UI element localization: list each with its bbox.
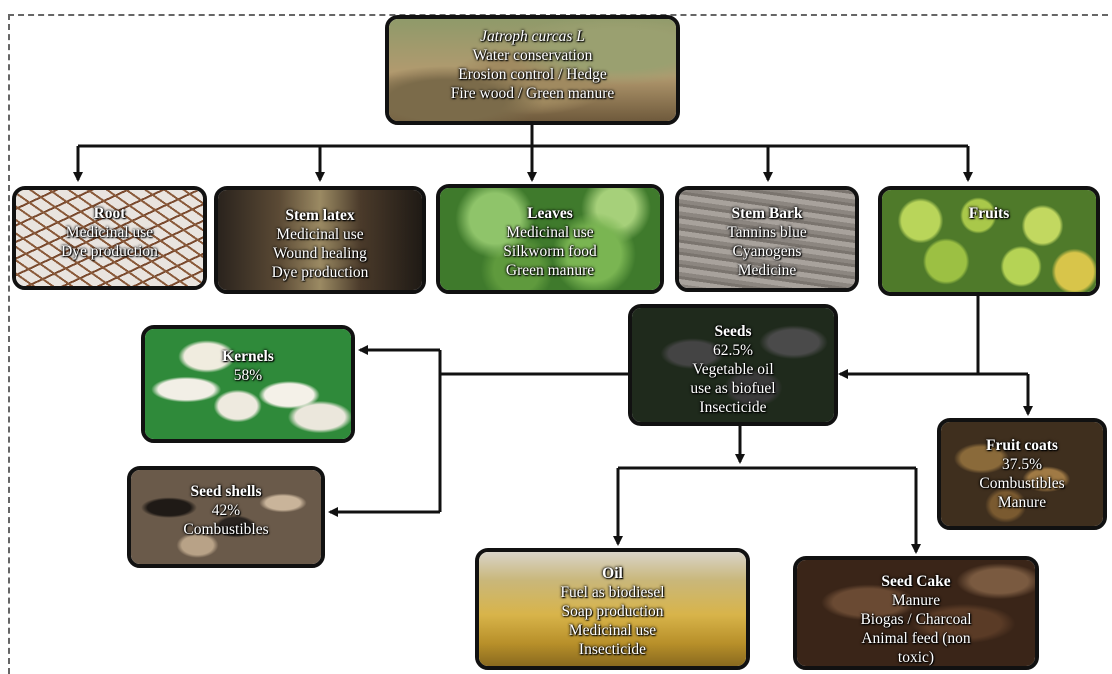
stem-latex-photo — [218, 190, 422, 290]
node-line: Medicinal use — [65, 224, 154, 241]
node-line: Biogas / Charcoal — [860, 611, 972, 628]
node-line: Medicinal use — [506, 224, 594, 241]
node-fruit-coats: Fruit coats 37.5% Combustibles Manure — [937, 418, 1107, 530]
node-title: Oil — [602, 565, 623, 582]
seed-cake-photo — [797, 560, 1035, 666]
node-line: toxic) — [897, 649, 935, 666]
node-line: Manure — [891, 592, 941, 609]
node-line: Animal feed (non — [861, 630, 971, 647]
node-line: Tannins blue — [727, 224, 807, 241]
node-title: Seeds — [714, 323, 752, 340]
fruit-coats-photo — [941, 422, 1103, 526]
node-root: Root Medicinal use Dye production — [12, 186, 207, 290]
node-line: Green manure — [505, 262, 595, 279]
node-title: Root — [93, 205, 126, 222]
seeds-photo — [632, 308, 834, 422]
node-line: Soap production — [561, 603, 664, 620]
dashed-frame-left — [8, 14, 10, 674]
node-line: Water conservation — [472, 47, 593, 64]
node-title: Jatroph curcas L — [480, 28, 585, 45]
stem-bark-photo — [679, 190, 855, 288]
oil-photo — [479, 552, 746, 666]
node-line: Insecticide — [578, 641, 647, 658]
node-line: Fire wood / Green manure — [450, 85, 615, 102]
node-line: Vegetable oil — [692, 361, 774, 378]
node-fruits: Fruits — [878, 186, 1100, 296]
node-line: Medicine — [737, 262, 797, 279]
node-seed-shells: Seed shells 42% Combustibles — [127, 466, 325, 568]
node-title: Stem Bark — [731, 205, 803, 222]
node-line: Medicinal use — [276, 226, 364, 243]
node-line: Erosion control / Hedge — [458, 66, 607, 83]
kernels-photo — [145, 329, 351, 439]
node-stem-bark: Stem Bark Tannins blue Cyanogens Medicin… — [675, 186, 859, 292]
node-line: 58% — [233, 367, 263, 384]
node-line: use as biofuel — [690, 380, 776, 397]
node-title: Fruit coats — [986, 437, 1058, 454]
node-line: Combustibles — [979, 475, 1065, 492]
node-oil: Oil Fuel as biodiesel Soap production Me… — [475, 548, 750, 670]
node-line: Manure — [997, 494, 1047, 511]
node-title: Leaves — [527, 205, 573, 222]
node-kernels: Kernels 58% — [141, 325, 355, 443]
jatropha-plant-photo — [389, 19, 676, 121]
node-title: Fruits — [968, 205, 1010, 222]
leaves-photo — [440, 188, 660, 290]
node-line: Fuel as biodiesel — [560, 584, 665, 601]
node-line: Dye production — [271, 264, 369, 281]
node-line: Medicinal use — [568, 622, 657, 639]
node-line: Silkworm food — [503, 243, 597, 260]
node-line: Combustibles — [183, 521, 269, 538]
node-line: Wound healing — [273, 245, 367, 262]
node-stem-latex: Stem latex Medicinal use Wound healing D… — [214, 186, 426, 294]
node-leaves: Leaves Medicinal use Silkworm food Green… — [436, 184, 664, 294]
node-line: Cyanogens — [732, 243, 802, 260]
node-line: 37.5% — [1001, 456, 1043, 473]
node-title: Stem latex — [285, 207, 355, 224]
node-line: 42% — [211, 502, 241, 519]
node-title: Seed Cake — [881, 573, 951, 590]
fruits-photo — [882, 190, 1096, 292]
node-line: Insecticide — [699, 399, 767, 416]
node-line: Dye production — [61, 243, 158, 260]
node-title: Seed shells — [190, 483, 262, 500]
node-seed-cake: Seed Cake Manure Biogas / Charcoal Anima… — [793, 556, 1039, 670]
seed-shells-photo — [131, 470, 321, 564]
node-jatropha-curcas: Jatroph curcas L Water conservation Eros… — [385, 15, 680, 125]
root-photo — [16, 190, 203, 286]
node-line: 62.5% — [712, 342, 754, 359]
node-seeds: Seeds 62.5% Vegetable oil use as biofuel… — [628, 304, 838, 426]
node-title: Kernels — [222, 348, 274, 365]
